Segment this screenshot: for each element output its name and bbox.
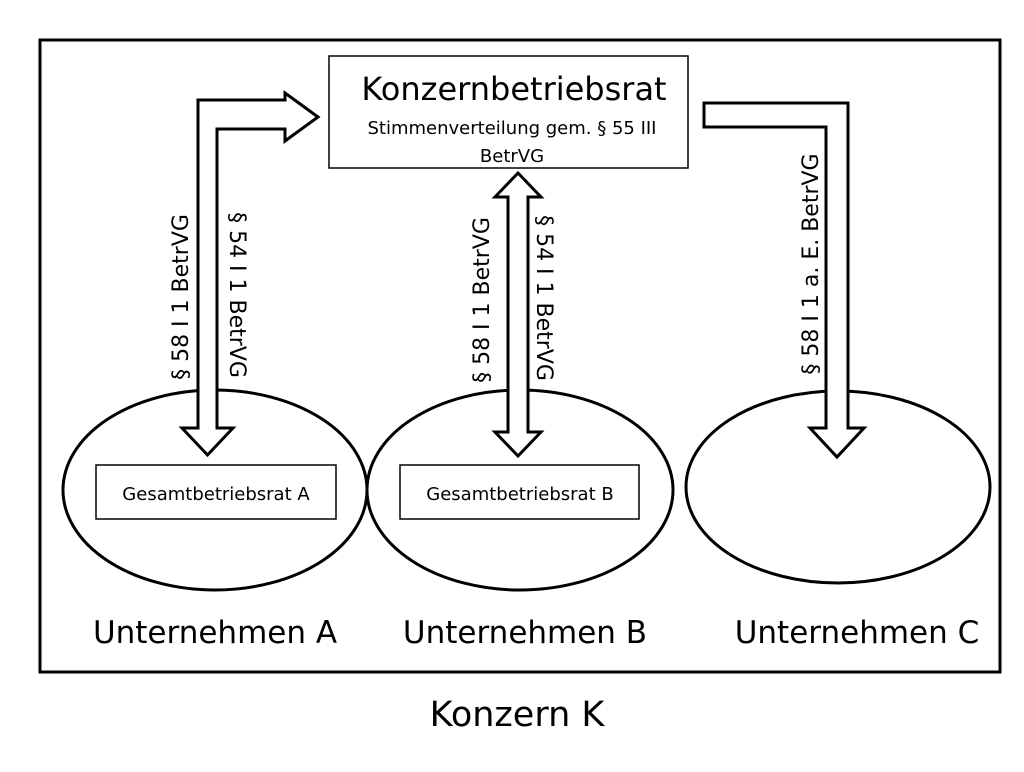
council-a-box (95, 464, 337, 520)
stimmenverteilung-line1: Stimmenverteilung gem. § 55 III (367, 118, 656, 139)
council-b-label: Gesamtbetriebsrat B (426, 484, 613, 505)
label-b-right: § 54 I 1 BetrVG (531, 215, 556, 381)
company-b-name: Unternehmen B (403, 615, 647, 651)
label-a-left: § 58 I 1 BetrVG (169, 214, 194, 380)
label-c: § 58 I 1 a. E. BetrVG (799, 153, 824, 374)
label-a-right: § 54 I 1 BetrVG (224, 212, 249, 378)
stimmenverteilung-line2: BetrVG (480, 146, 544, 167)
company-a-name: Unternehmen A (93, 615, 337, 651)
company-c-name: Unternehmen C (735, 615, 980, 651)
council-b-box (399, 464, 640, 520)
label-b-left: § 58 I 1 BetrVG (470, 217, 495, 383)
arrow-c (702, 101, 868, 460)
arrow-b (491, 170, 545, 459)
konzern-label: Konzern K (430, 695, 606, 735)
konzernbetriebsrat-title: Konzernbetriebsrat (361, 70, 666, 108)
konzern-frame (38, 38, 1002, 674)
konzernbetriebsrat-box (328, 55, 689, 169)
council-a-label: Gesamtbetriebsrat A (122, 484, 310, 505)
arrow-a (178, 90, 321, 458)
